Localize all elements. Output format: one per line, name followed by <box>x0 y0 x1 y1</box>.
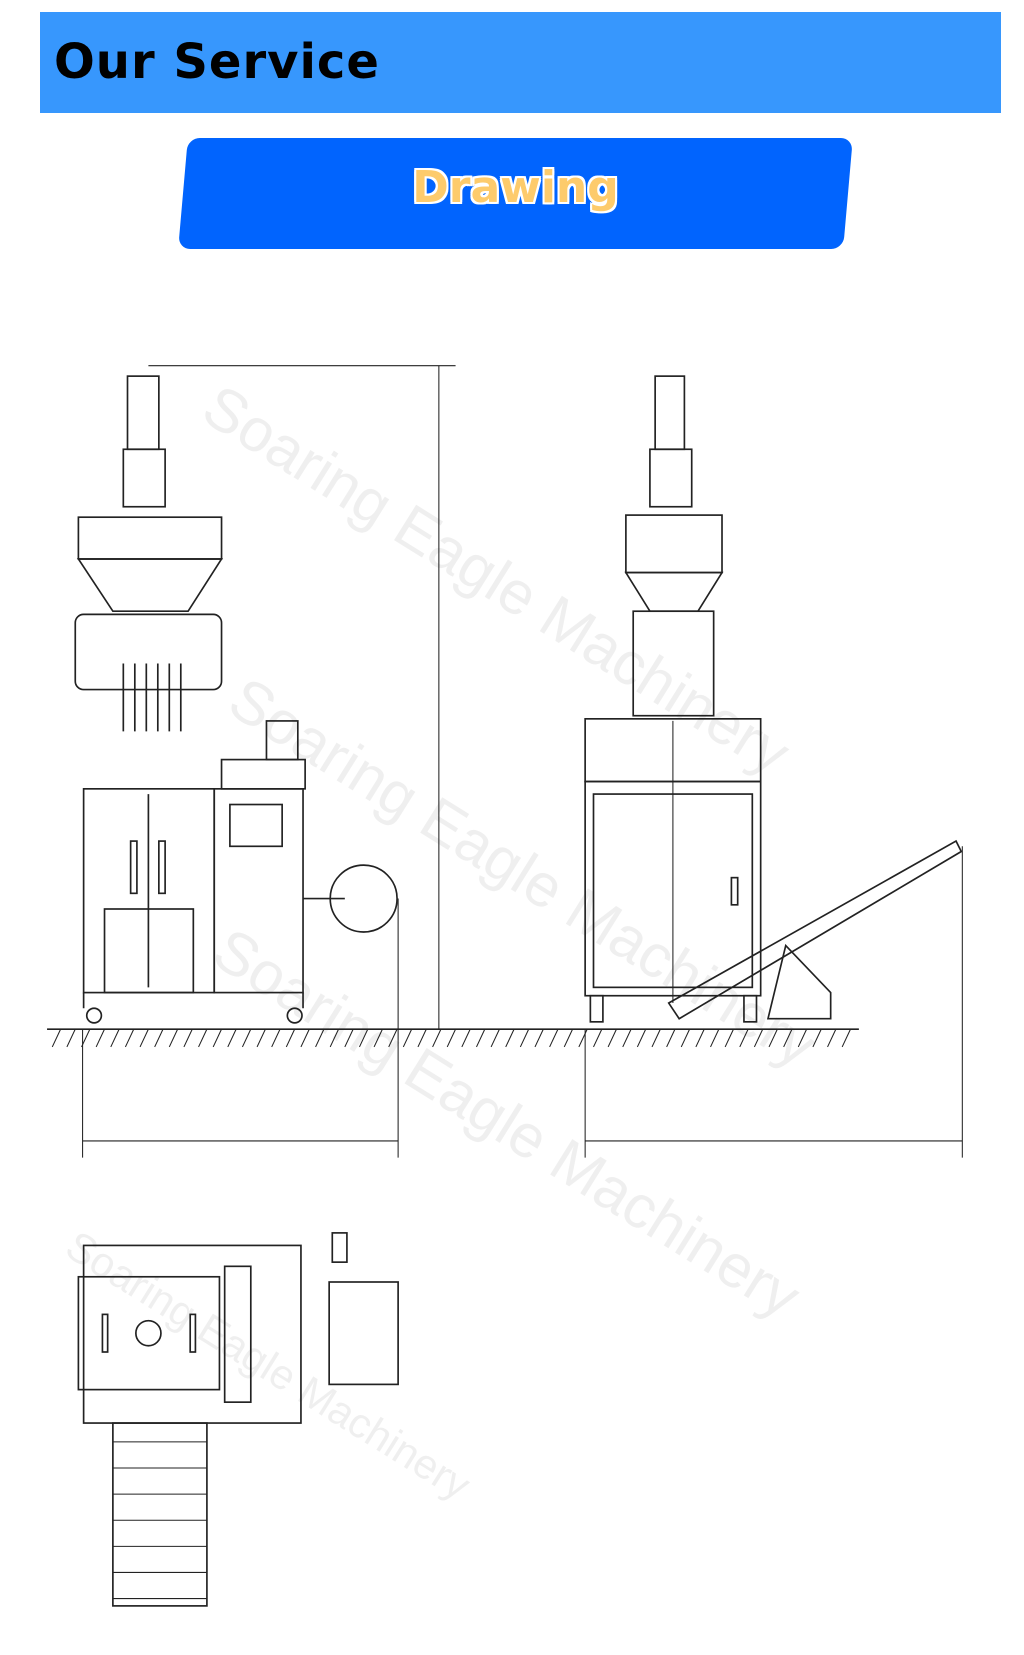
drawing-line <box>285 1028 296 1048</box>
drawing-line <box>695 1028 705 1048</box>
drawing-line <box>300 1028 310 1048</box>
drawing-line <box>241 1028 252 1048</box>
drawing-line <box>95 1028 105 1048</box>
drawing-line <box>710 1028 720 1048</box>
drawing-line <box>227 1028 237 1048</box>
front-view <box>74 365 456 1158</box>
drawing-line <box>534 1028 544 1048</box>
drawing-line <box>476 1028 486 1048</box>
drawing-line <box>110 1028 120 1048</box>
drawing-line <box>124 1028 135 1048</box>
drawing-line <box>607 1028 617 1048</box>
drawing-line <box>651 1028 661 1048</box>
drawing-line <box>549 1028 559 1048</box>
drawing-line <box>198 1028 208 1048</box>
drawing-line <box>753 1028 764 1048</box>
drawing-line <box>593 1028 603 1048</box>
drawing-line <box>402 1028 413 1048</box>
tab-label: Drawing <box>412 162 619 213</box>
drawing-line <box>724 1028 734 1048</box>
drawing-line <box>446 1028 457 1048</box>
drawing-line <box>519 1028 530 1048</box>
drawing-line <box>344 1028 354 1048</box>
drawing-line <box>666 1028 676 1048</box>
drawing-line <box>168 1028 179 1048</box>
drawing-line <box>636 1028 647 1048</box>
drawing-line <box>256 1028 266 1048</box>
drawing-line <box>183 1028 193 1048</box>
drawing-line <box>841 1028 851 1048</box>
section-title: Our Service <box>54 34 380 90</box>
drawing-line <box>739 1028 749 1048</box>
drawing-line <box>797 1028 808 1048</box>
drawing-line <box>490 1028 500 1048</box>
drawing-line <box>66 1028 76 1048</box>
drawing-line <box>373 1028 383 1048</box>
drawing-line <box>358 1028 369 1048</box>
drawing-line <box>827 1028 837 1048</box>
drawing-line <box>505 1028 515 1048</box>
drawing-line <box>271 1028 281 1048</box>
drawing-line <box>154 1028 164 1048</box>
drawing-line <box>51 1028 62 1048</box>
drawing-line <box>461 1028 471 1048</box>
drawing-line <box>680 1028 691 1048</box>
drawing-tab: Drawing <box>178 138 853 249</box>
side-view <box>584 375 963 1158</box>
drawing-line <box>139 1028 149 1048</box>
drawing-line <box>329 1028 340 1048</box>
drawing-line <box>578 1028 588 1048</box>
svg-text:Soaring Eagle Machinery: Soaring Eagle Machinery <box>58 1222 479 1509</box>
drawing-line <box>768 1028 778 1048</box>
drawing-line <box>432 1028 442 1048</box>
ground-line <box>47 1028 859 1048</box>
drawing-line <box>417 1028 427 1048</box>
watermark: Soaring Eagle Machinery Soaring Eagle Ma… <box>58 371 828 1509</box>
drawing-line <box>388 1028 398 1048</box>
section-header: Our Service <box>40 12 1001 113</box>
drawing-line <box>563 1028 574 1048</box>
drawing-line <box>622 1028 632 1048</box>
top-view <box>77 1232 399 1607</box>
drawing-line <box>212 1028 223 1048</box>
drawing-line <box>315 1028 325 1048</box>
drawing-line <box>812 1028 822 1048</box>
drawing-line <box>783 1028 793 1048</box>
